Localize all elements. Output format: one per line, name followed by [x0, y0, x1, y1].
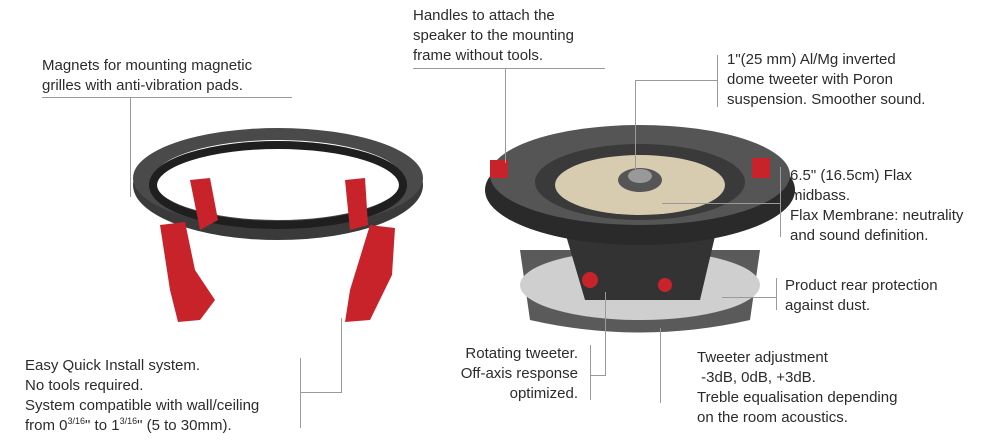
caption-line: midbass.: [790, 187, 851, 204]
install-pointer-v: [341, 318, 342, 393]
caption-line: optimized.: [509, 385, 578, 402]
caption-line: No tools required.: [25, 377, 144, 394]
magnets-pointer: [130, 97, 131, 197]
midbass-bar: [780, 167, 781, 237]
caption-line: Rotating tweeter.: [465, 345, 578, 362]
caption-text: " to 1: [85, 417, 120, 434]
caption-line: Tweeter adjustment: [697, 349, 828, 366]
callout-handles: Handles to attach the speaker to the mou…: [413, 6, 574, 66]
rear-pointer: [722, 297, 776, 298]
mounting-frame: [133, 128, 423, 322]
callout-install: Easy Quick Install system. No tools requ…: [25, 356, 259, 436]
caption-line: Easy Quick Install system.: [25, 357, 201, 374]
caption-line: grilles with anti-vibration pads.: [42, 77, 243, 94]
caption-line: speaker to the mounting: [413, 27, 574, 44]
install-bar: [300, 358, 301, 428]
install-pointer-h: [300, 392, 342, 393]
caption-line: Flax Membrane: neutrality: [790, 207, 964, 224]
caption-line: Handles to attach the: [413, 7, 555, 24]
caption-line: -3dB, 0dB, +3dB.: [697, 369, 816, 386]
callout-rotating-tweeter: Rotating tweeter. Off-axis response opti…: [461, 344, 578, 404]
callout-midbass: 6.5" (16.5cm) Flax midbass. Flax Membran…: [790, 166, 963, 246]
tweeter-pointer-h: [635, 80, 717, 81]
rotating-pointer-v: [605, 292, 606, 376]
fraction: 3/16: [67, 416, 86, 426]
caption-line: from 03/16" to 13/16" (5 to 30mm).: [25, 416, 259, 436]
caption-text: from 0: [25, 417, 68, 434]
midbass-pointer: [662, 203, 780, 204]
magnets-underline: [42, 97, 292, 98]
caption-line: and sound definition.: [790, 227, 929, 244]
caption-line: suspension. Smoother sound.: [727, 91, 926, 108]
rotating-pointer-h: [590, 375, 606, 376]
tweeter-bar: [717, 55, 718, 107]
rear-bar: [776, 278, 777, 310]
callout-tweeter-adjustment: Tweeter adjustment -3dB, 0dB, +3dB. Treb…: [697, 348, 897, 428]
caption-line: Treble equalisation depending: [697, 389, 898, 406]
caption-line: Product rear protection: [785, 277, 938, 294]
rotating-bar: [590, 345, 591, 400]
caption-line: frame without tools.: [413, 47, 544, 64]
fraction: 3/16: [119, 416, 138, 426]
handles-underline: [413, 68, 605, 69]
tweeter-pointer-v: [635, 80, 636, 175]
caption-line: 1"(25 mm) Al/Mg inverted: [727, 51, 896, 68]
handles-pointer: [505, 68, 506, 163]
callout-rear-protection: Product rear protection against dust.: [785, 276, 938, 316]
caption-line: Off-axis response: [460, 365, 578, 382]
adjust-pointer: [660, 328, 661, 403]
caption-text: " (5 to 30mm).: [137, 417, 232, 434]
caption-line: Magnets for mounting magnetic: [42, 57, 253, 74]
caption-line: System compatible with wall/ceiling: [25, 397, 260, 414]
caption-line: 6.5" (16.5cm) Flax: [790, 167, 913, 184]
caption-line: against dust.: [785, 297, 871, 314]
caption-line: on the room acoustics.: [697, 409, 848, 426]
callout-tweeter: 1"(25 mm) Al/Mg inverted dome tweeter wi…: [727, 50, 925, 110]
caption-line: dome tweeter with Poron: [727, 71, 893, 88]
callout-magnets: Magnets for mounting magnetic grilles wi…: [42, 56, 252, 96]
speaker: [485, 125, 795, 333]
